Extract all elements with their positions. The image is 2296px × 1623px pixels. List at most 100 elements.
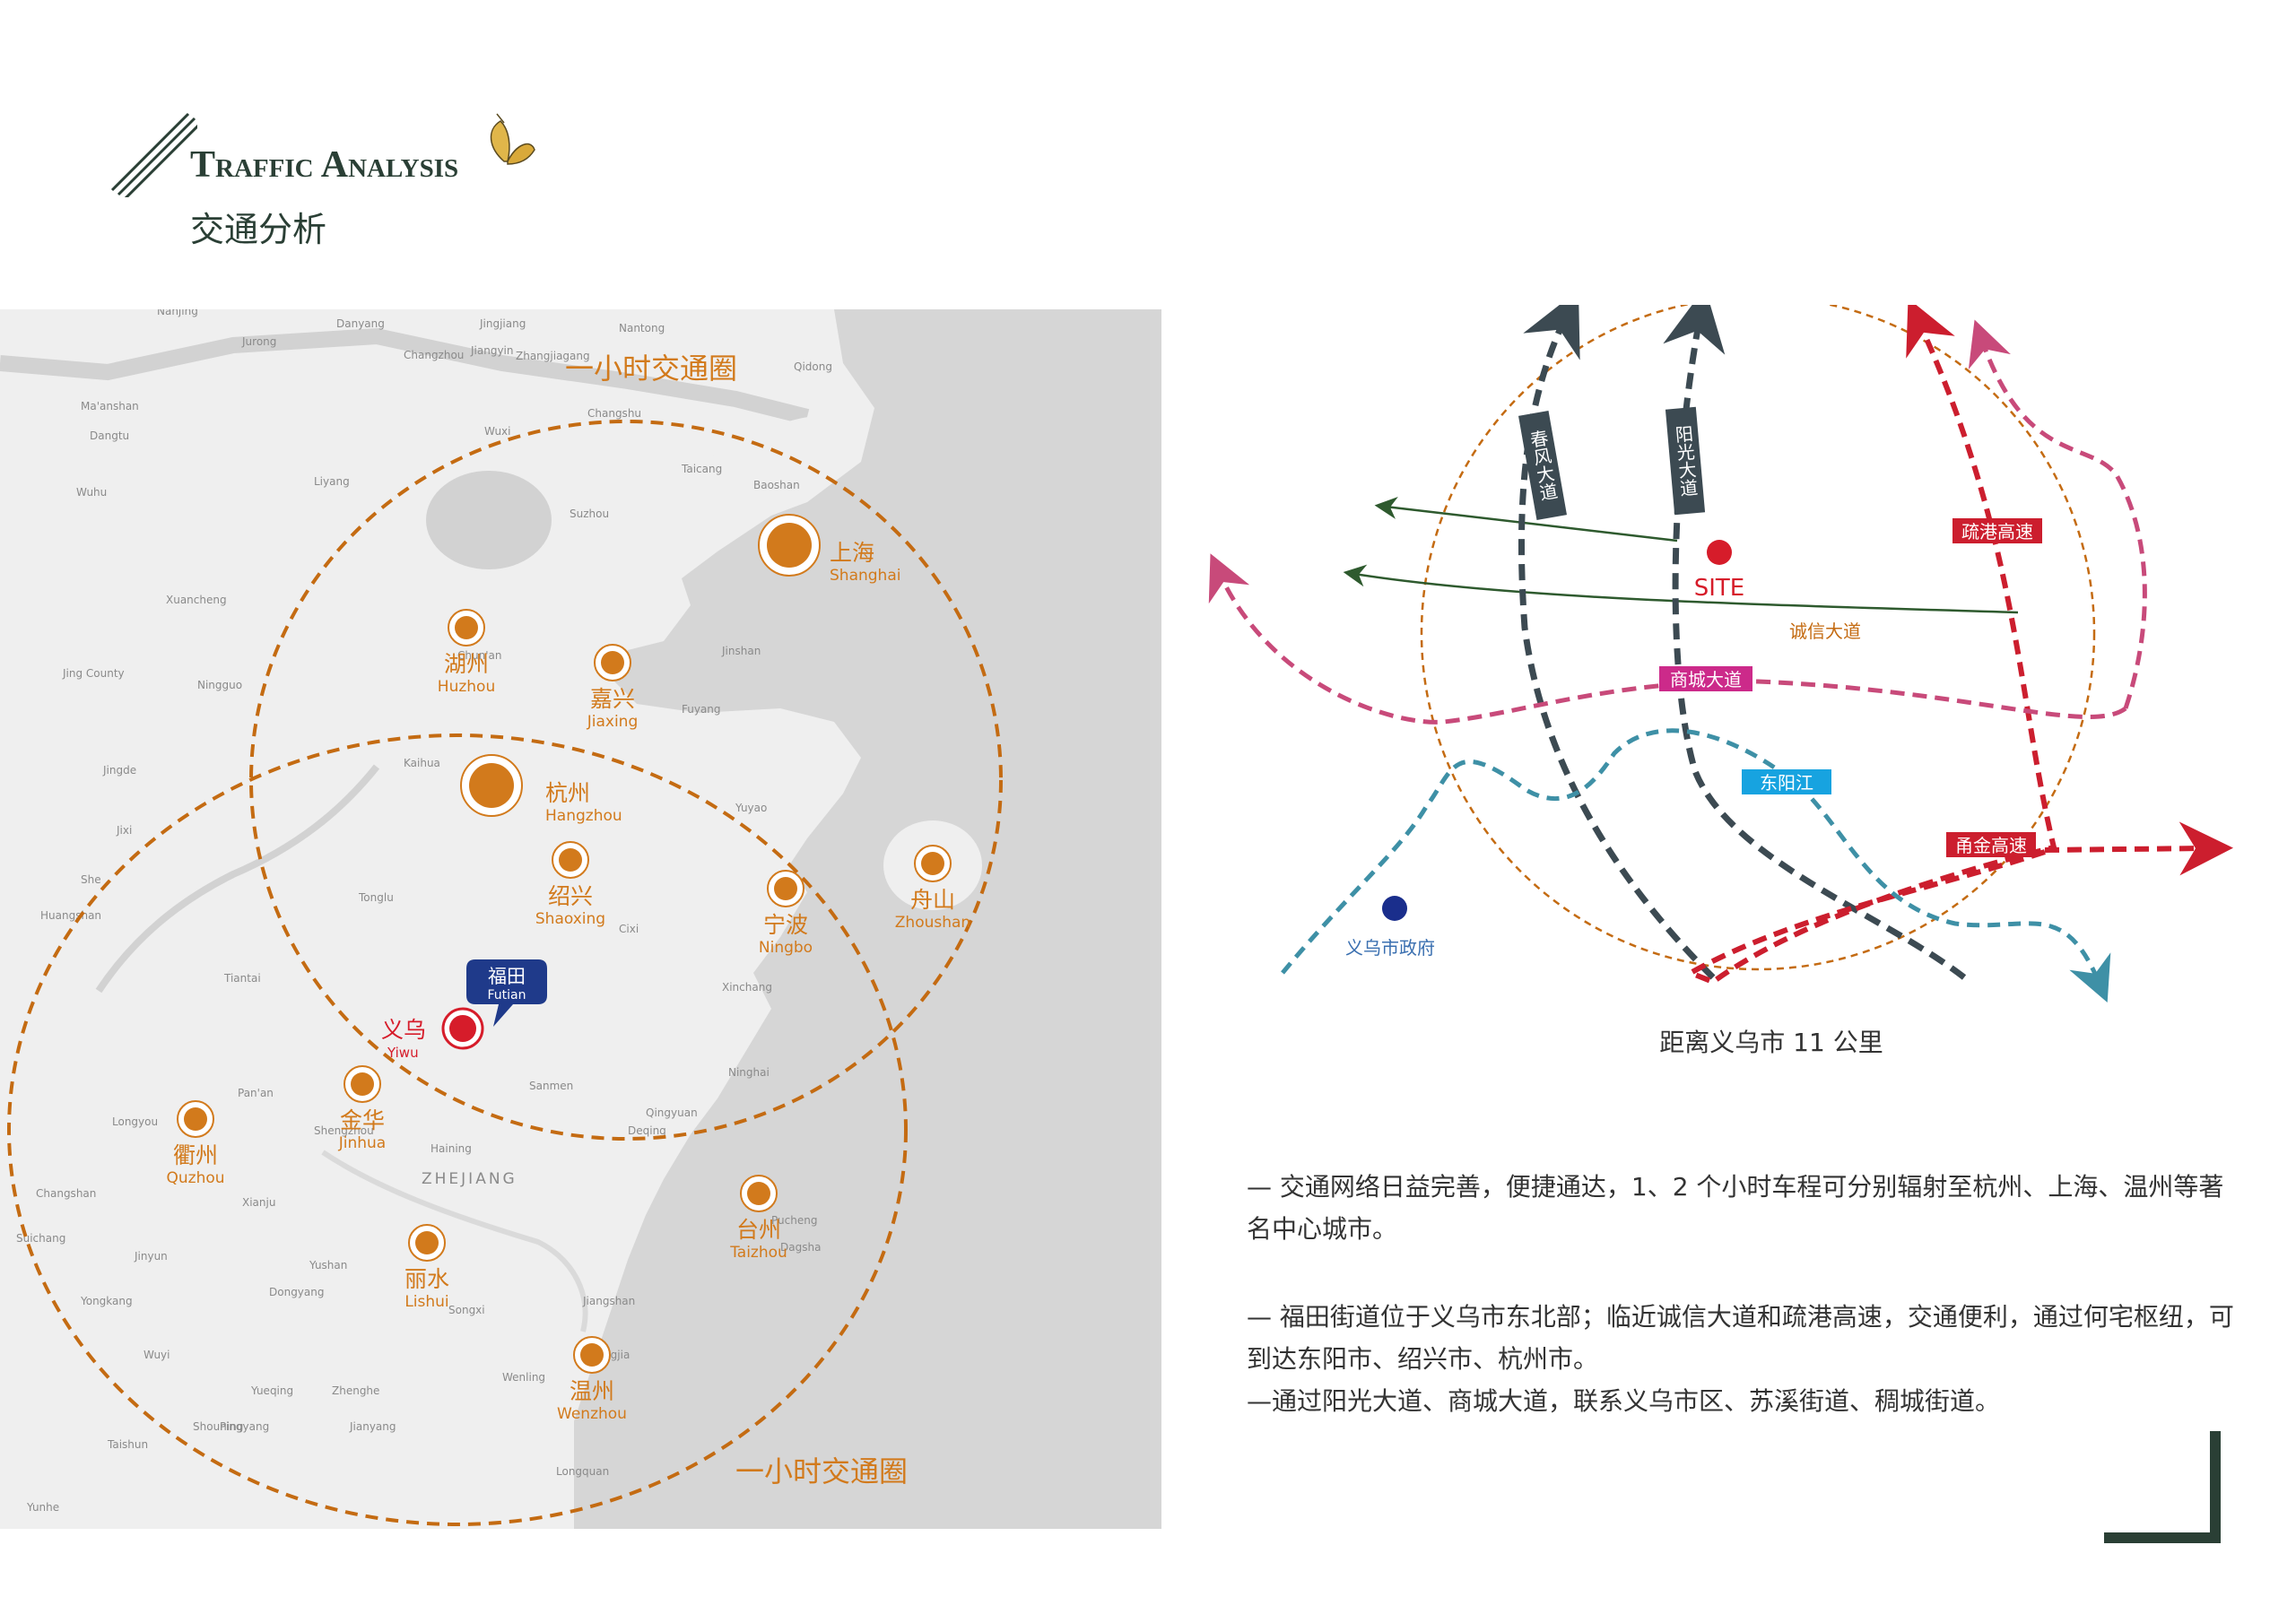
city-label-cn: 杭州 [545,780,590,806]
place-label: Pingyang [220,1420,269,1433]
place-label: Songxi [448,1304,485,1316]
road-chengxin [1343,564,2019,614]
city-label-cn: 温州 [570,1378,614,1404]
place-label: Longyou [112,1115,158,1128]
river-dongyang [1281,728,2111,1003]
header-stripes-decoration [110,112,197,197]
place-label: Suichang [16,1232,65,1245]
city-label-en: Hangzhou [545,807,622,825]
place-label: Jingde [102,764,136,777]
place-label: Tiantai [223,972,261,985]
description-para2b: —通过阳光大道、商城大道，联系义乌市区、苏溪街道、稠城街道。 [1247,1386,2001,1416]
city-label-en: Zhoushan [895,914,970,932]
label-yangguang: 阳光大道 [1665,406,1706,516]
place-label: Xianju [242,1196,275,1209]
city-label-en: Shanghai [830,567,900,585]
place-label: Kaihua [404,757,440,769]
place-label: Jurong [241,335,276,348]
label-shangcheng-bg [1659,666,1752,691]
place-label: Changshu [587,407,641,420]
place-label: Baoshan [753,479,800,491]
place-label: Wenling [502,1371,545,1384]
place-label: Pan'an [238,1087,274,1099]
ring-label-bottom: 一小时交通圈 [735,1454,908,1488]
place-label: Fuyang [682,703,721,716]
place-label: Dagsha [780,1241,821,1254]
city-label-en: Lishui [404,1293,448,1311]
city-label-cn: 丽水 [404,1266,449,1292]
ring-yiwu [7,733,908,1526]
province-label: ZHEJIANG [422,1170,517,1188]
site-dot[interactable] [1707,540,1732,565]
label-shangcheng: 商城大道 [1670,669,1742,690]
city-label-en: Taizhou [729,1244,787,1262]
place-label: Dongyang [269,1286,324,1298]
city-label-en: Huzhou [438,678,495,696]
place-label: Jinyun [134,1250,168,1263]
ring-hangzhou [249,420,1003,1141]
place-label: Shouning [193,1420,243,1433]
taihu-lake [426,471,552,569]
place-label: Jixi [116,824,132,837]
page-title-cn: 交通分析 [190,210,327,249]
place-label: Shengzhou [314,1124,374,1137]
label-yongjin: 甬金高速 [1955,835,2027,856]
place-label: Changshan [36,1187,96,1200]
place-label: Zhangjiagang [516,350,590,362]
place-label: Jingjiang [479,317,526,330]
place-label: Deqing [628,1124,666,1137]
road-shugang [1684,305,2057,985]
distance-caption: 距离义乌市 11 公里 [1659,1028,1883,1057]
river-qiantang [95,764,380,994]
label-shugang: 疏港高速 [1961,521,2033,542]
city-label-cn: 台州 [736,1217,781,1243]
place-label: Chun'an [457,649,501,662]
road-shangcheng-east [1968,319,2147,709]
place-label: Nanjing [157,309,198,317]
place-label: Yushan [309,1259,347,1271]
place-label: Yuyao [735,802,767,814]
city-label-cn: 嘉兴 [590,686,635,712]
city-label-en: Quzhou [166,1169,224,1187]
site-marker[interactable] [449,1015,476,1042]
site-city-en: Yiwu [387,1045,419,1061]
callout-cn: 福田 [488,966,526,987]
gov-dot[interactable] [1382,896,1407,921]
city-label-en: Wenzhou [557,1405,627,1423]
description-para1: — 交通网络日益完善，便捷通达，1、2 个小时车程可分别辐射至杭州、上海、温州等… [1247,1172,2224,1244]
place-label: Cixi [619,923,639,935]
place-label: Dangtu [90,430,129,442]
place-label: Wuxi [484,425,510,438]
site-radius-circle [1420,305,2096,971]
city-label-en: Jiaxing [587,713,639,731]
road-yangguang [1663,305,1967,980]
label-shugang-bg [1952,518,2042,543]
place-label: Suzhou [570,508,609,520]
river-ou [321,1150,588,1332]
place-label: Danyang [336,317,385,330]
site-city-cn: 义乌 [381,1017,426,1043]
place-label: Xinchang [722,981,772,994]
place-label: Nantong [619,322,665,334]
place-label: Jiangyin [470,344,514,357]
place-label: Zhenghe [332,1384,379,1397]
green-road-upper [1374,497,1678,542]
place-label: Liyang [314,475,350,488]
place-label: Wuyi [144,1349,170,1361]
label-yongjin-bg [1946,832,2036,857]
place-label: Pucheng [771,1214,817,1227]
place-label: Ma'anshan [81,400,139,412]
